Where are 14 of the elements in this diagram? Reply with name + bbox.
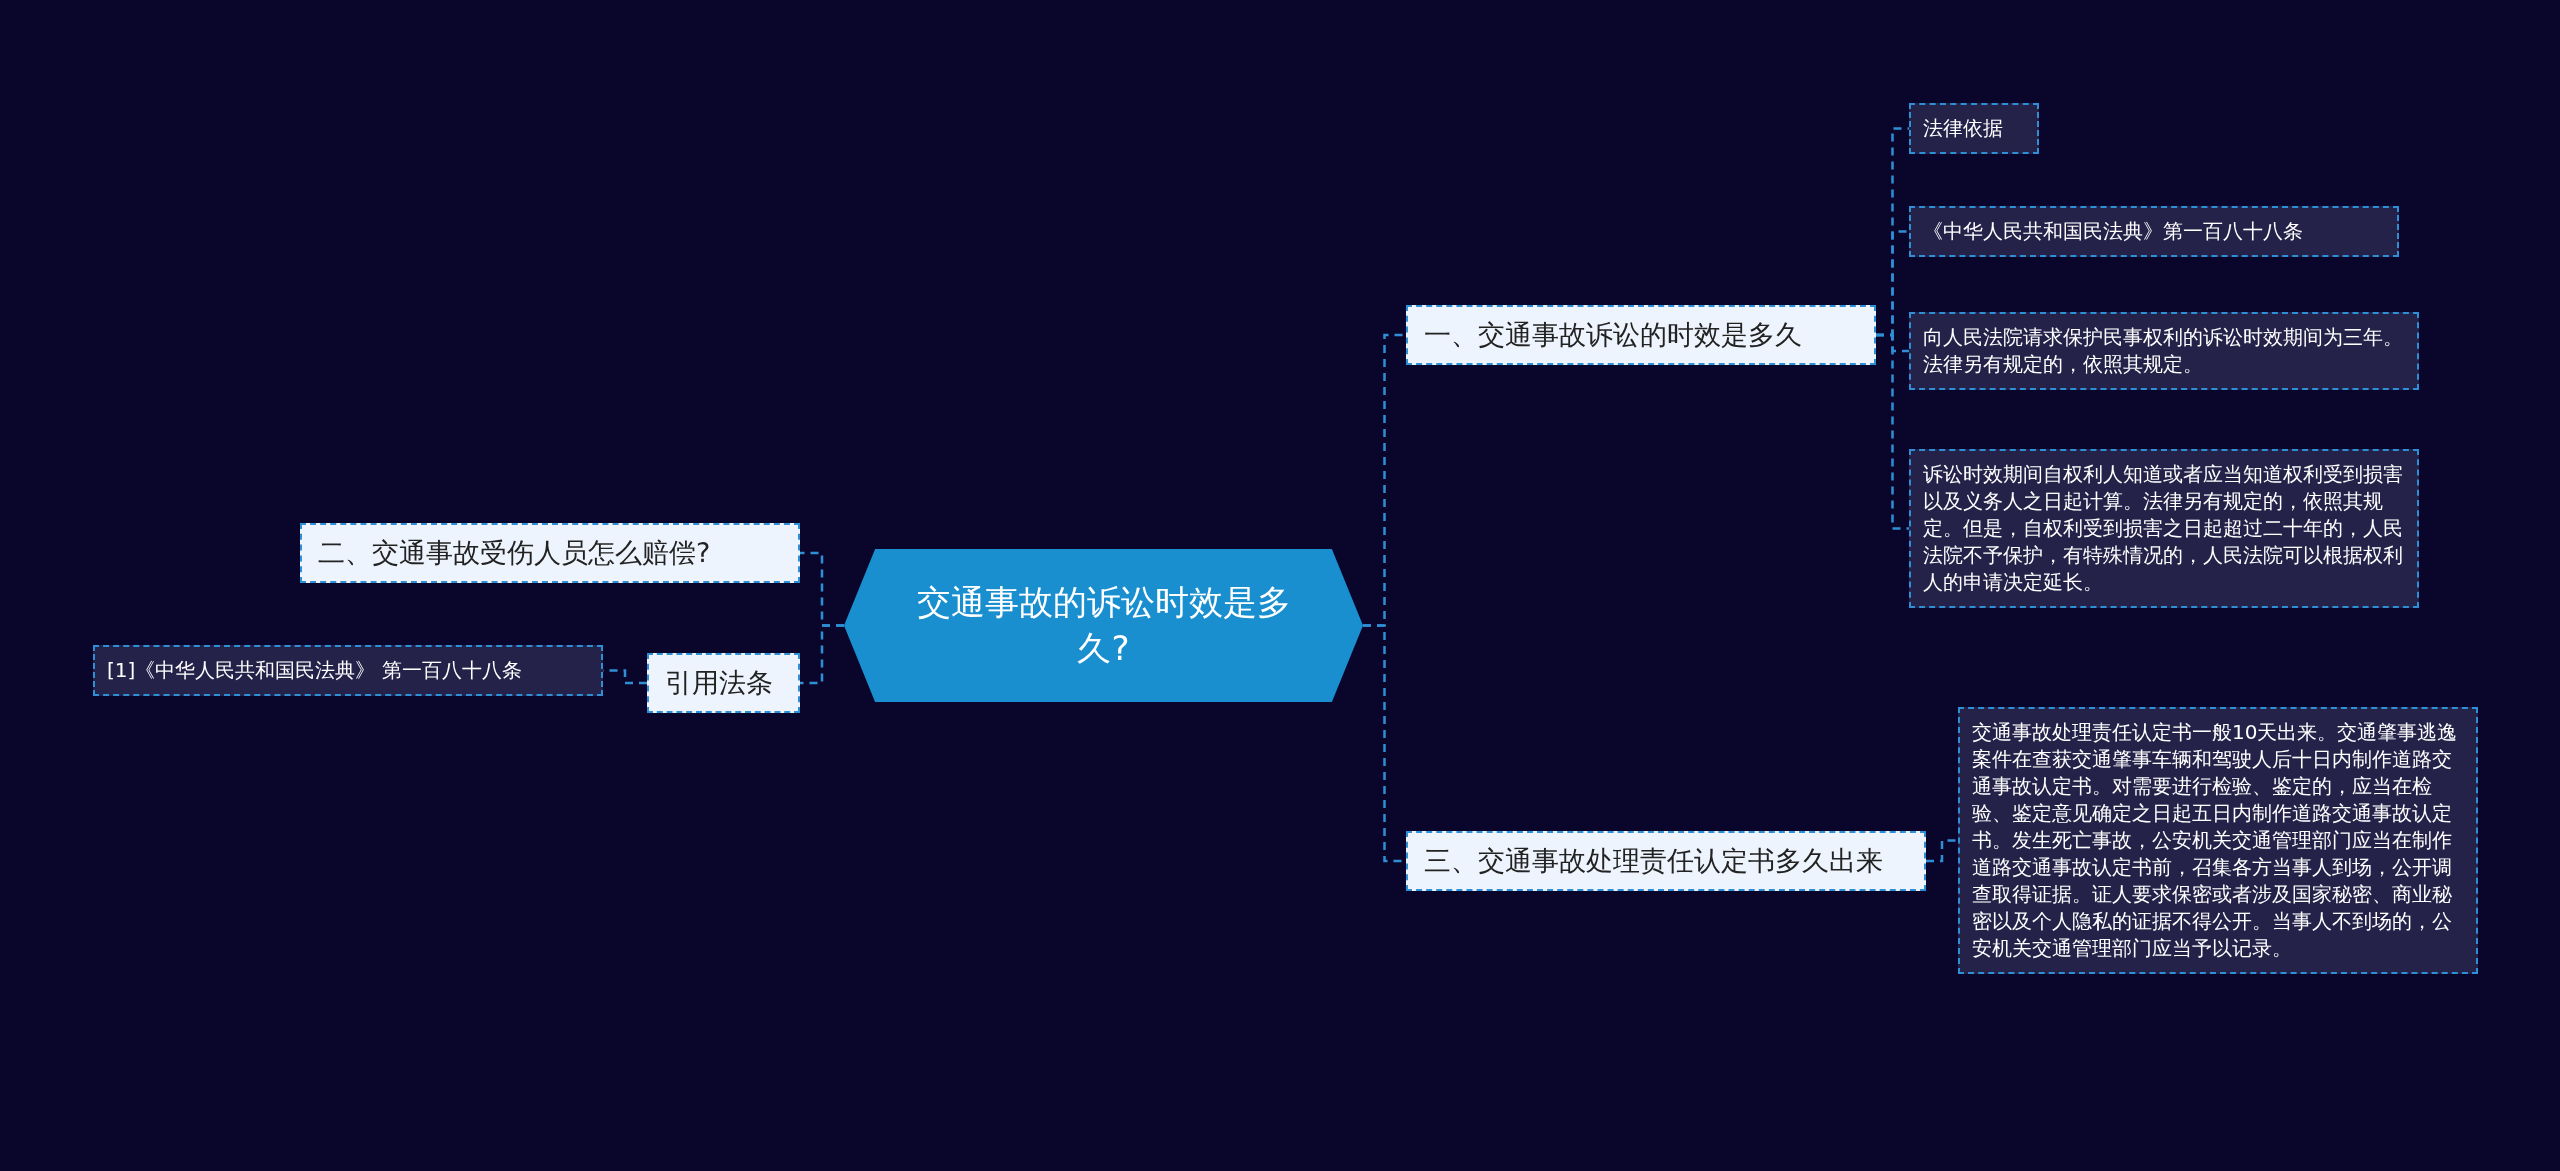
note-box: 法律依据 (1909, 103, 2039, 154)
topic-box: 一、交通事故诉讼的时效是多久 (1406, 305, 1876, 366)
note-box: 向人民法院请求保护民事权利的诉讼时效期间为三年。法律另有规定的，依照其规定。 (1909, 312, 2419, 390)
topic-box: 引用法条 (647, 653, 800, 714)
connector-line (800, 624, 844, 685)
topic-box: 二、交通事故受伤人员怎么赔偿? (300, 523, 800, 584)
note-box: 交通事故处理责任认定书一般10天出来。交通肇事逃逸案件在查获交通肇事车辆和驾驶人后十日内制作道路交通事故认定书。对需要进行检验、鉴定的，应当在检验、鉴定意见确定之日起五日内制作道路交通事故认定书。发生死亡事故，公安机关交通管理部门应当在制作道路交通事故认定书前，召集各方当事人到场，公开调查取得证据。证人要求保密或者涉及国家秘密、商业秘密以及个人隐私的证据不得公开。当事人不到场的，公安机关交通管理部门应当予以记录。 (1958, 707, 2478, 974)
note-box: [1]《中华人民共和国民法典》 第一百八十八条 (93, 645, 603, 696)
connector-line (1926, 839, 1958, 863)
central-topic: 交通事故的诉讼时效是多久? (844, 549, 1363, 702)
note-box: 诉讼时效期间自权利人知道或者应当知道权利受到损害以及义务人之日起计算。法律另有规定的，依照其规定。但是，自权利受到损害之日起超过二十年的，人民法院不予保护，有特殊情况的，人民法院可以根据权利人的申请决定延长。 (1909, 449, 2419, 608)
connector-line (1876, 333, 1909, 530)
note-box: 《中华人民共和国民法典》第一百八十八条 (1909, 206, 2399, 257)
topic-box: 三、交通事故处理责任认定书多久出来 (1406, 831, 1926, 892)
